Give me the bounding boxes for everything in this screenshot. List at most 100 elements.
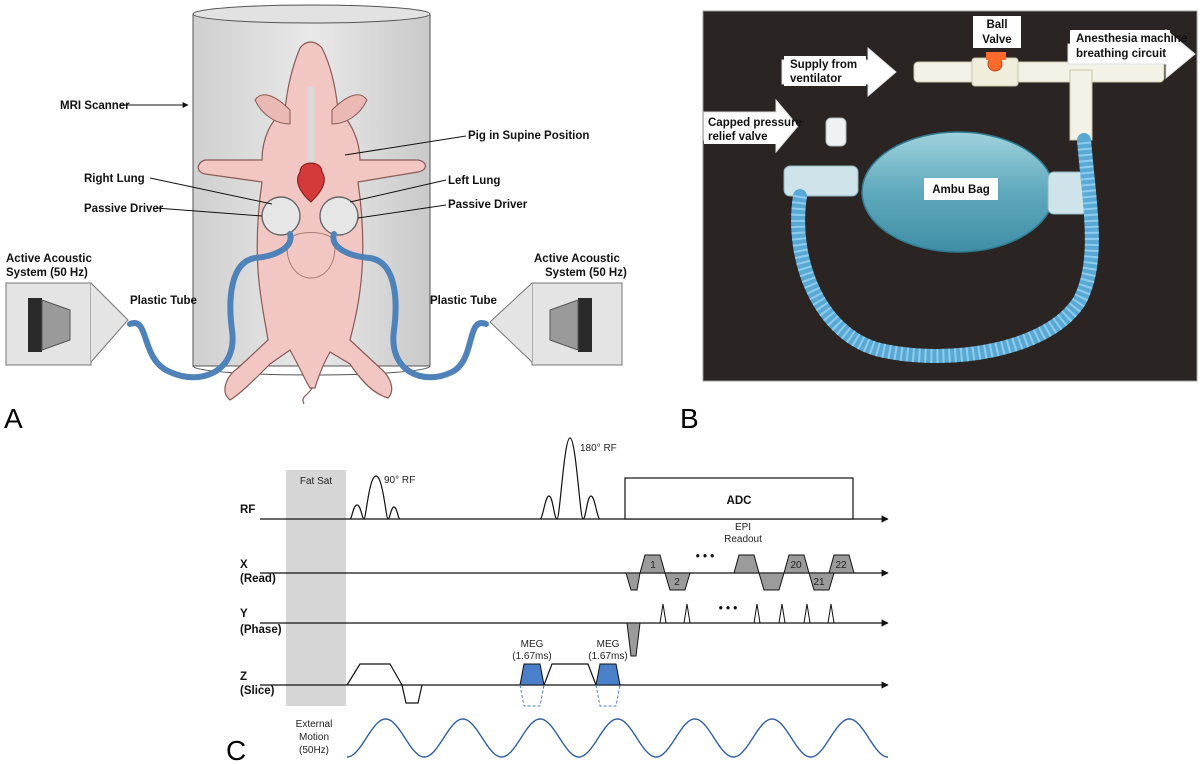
- passive-driver-left-label: Passive Driver: [84, 203, 164, 215]
- left-plastic-tube: [127, 231, 294, 381]
- right-lung-leader: [149, 177, 273, 205]
- row-label-y: Y: [240, 608, 248, 620]
- row-label-x-sub: (Read): [240, 573, 276, 585]
- y-ellipsis: • • •: [719, 603, 737, 615]
- motion-label-1: External: [296, 719, 333, 730]
- capped-label-1: Capped pressure: [708, 117, 802, 129]
- meg-gradient-2-neg: [595, 684, 621, 707]
- motion-label-3: (50Hz): [299, 745, 329, 756]
- capped-label-2: relief valve: [708, 131, 767, 143]
- rf180-pulse: [539, 437, 601, 520]
- x-prephaser: [625, 572, 641, 591]
- fat-sat-label: Fat Sat: [300, 476, 332, 487]
- x-lobe-22: [828, 554, 855, 574]
- passive-driver-right-label: Passive Driver: [448, 199, 528, 211]
- pig-illustration: [197, 41, 427, 405]
- meg1-label-1: MEG: [521, 639, 544, 650]
- left-lung-label: Left Lung: [448, 175, 500, 187]
- readout-num-2: 2: [674, 577, 680, 588]
- anesthesia-label-2: breathing circuit: [1076, 48, 1166, 60]
- right-lung-label: Right Lung: [84, 173, 145, 185]
- acoustic-left-label-1: Active Acoustic: [6, 253, 92, 265]
- acoustic-left-label-2: System (50 Hz): [6, 267, 88, 279]
- passive-driver-left-leader: [155, 207, 263, 217]
- panel-b-letter: B: [680, 403, 699, 434]
- row-label-z-sub: (Slice): [240, 685, 275, 697]
- ball-valve-label-1: Ball: [986, 19, 1007, 31]
- readout-num-22: 22: [835, 560, 847, 571]
- meg-gradient-1-neg: [519, 684, 545, 707]
- row-label-rf: RF: [240, 504, 255, 516]
- y-blip: [753, 603, 761, 624]
- pig-leader: [344, 135, 467, 156]
- panel-b: Ball Valve Anesthesia machine breathing …: [680, 10, 1198, 434]
- right-acoustic-system: [489, 282, 623, 366]
- y-blip: [803, 603, 811, 624]
- meg2-label-1: MEG: [597, 639, 620, 650]
- y-blip: [659, 603, 667, 624]
- x-lobe-mid-neg: [758, 572, 785, 591]
- acoustic-right-label-2: System (50 Hz): [545, 267, 627, 279]
- pressure-valve: [825, 117, 847, 147]
- tube-right-label: Plastic Tube: [430, 295, 497, 307]
- x-lobe-21: [808, 572, 835, 591]
- row-label-x: X: [240, 559, 248, 571]
- row-label-y-sub: (Phase): [240, 624, 282, 636]
- z-rephaser: [401, 684, 423, 704]
- left-acoustic-system: [5, 282, 129, 366]
- adc-label: ADC: [727, 495, 752, 507]
- acoustic-right-label-1: Active Acoustic: [534, 253, 620, 265]
- rf90-pulse: [349, 475, 401, 520]
- x-lobe-1: [639, 554, 666, 574]
- readout-num-20: 20: [790, 560, 802, 571]
- epi-label-2: Readout: [724, 534, 762, 545]
- pipe-horizontal: [913, 61, 1165, 83]
- y-blip: [827, 603, 835, 624]
- supply-label-2: ventilator: [790, 73, 842, 85]
- x-lobe-2: [664, 572, 691, 591]
- meg1-label-2: (1.67ms): [512, 651, 551, 662]
- right-plastic-tube: [330, 231, 489, 381]
- speaker-icon: [28, 298, 42, 352]
- y-blip: [683, 603, 691, 624]
- z-crusher: [543, 663, 597, 686]
- meg2-label-2: (1.67ms): [588, 651, 627, 662]
- x-lobe-mid: [733, 554, 760, 574]
- ball-valve-label-2: Valve: [982, 34, 1011, 46]
- passive-driver-right-leader: [357, 204, 447, 219]
- anesthesia-label-1: Anesthesia machine: [1076, 33, 1187, 45]
- pig-label: Pig in Supine Position: [468, 130, 589, 142]
- corrugated-hose: [791, 133, 1099, 363]
- meg-gradient-2: [595, 663, 621, 686]
- supply-label-1: Supply from: [790, 59, 857, 71]
- y-prephaser: [626, 622, 641, 657]
- left-lung-leader: [349, 179, 447, 203]
- y-blip: [778, 603, 786, 624]
- panel-a-letter: A: [4, 403, 23, 434]
- speaker-icon: [578, 298, 592, 352]
- rf90-label: 90° RF: [384, 475, 415, 486]
- panel-a: MRI Scanner Pig in Supine Position Right…: [4, 4, 627, 434]
- adc-window: [624, 477, 854, 520]
- panel-c-letter: C: [226, 735, 246, 764]
- panel-c: Fat Sat RF X (Read) Y (Phase) Z (Slice) …: [226, 437, 889, 764]
- z-slice-select: [346, 663, 403, 686]
- meg-gradient-1: [519, 663, 545, 686]
- pipe-vertical: [1069, 69, 1093, 141]
- mri-scanner-label: MRI Scanner: [60, 100, 130, 112]
- x-ellipsis: • • •: [696, 551, 714, 563]
- readout-num-1: 1: [650, 560, 656, 571]
- tube-left-label: Plastic Tube: [130, 295, 197, 307]
- x-lobe-20: [783, 554, 810, 574]
- row-label-z: Z: [240, 671, 247, 683]
- ambu-bag-label: Ambu Bag: [932, 184, 990, 196]
- readout-num-21: 21: [813, 577, 825, 588]
- motion-label-2: Motion: [299, 732, 329, 743]
- ambu-bag: [783, 131, 1089, 253]
- external-motion-wave: [346, 718, 889, 758]
- fat-sat-box: [286, 470, 346, 706]
- epi-label-1: EPI: [735, 522, 751, 533]
- rf180-label: 180° RF: [580, 443, 617, 454]
